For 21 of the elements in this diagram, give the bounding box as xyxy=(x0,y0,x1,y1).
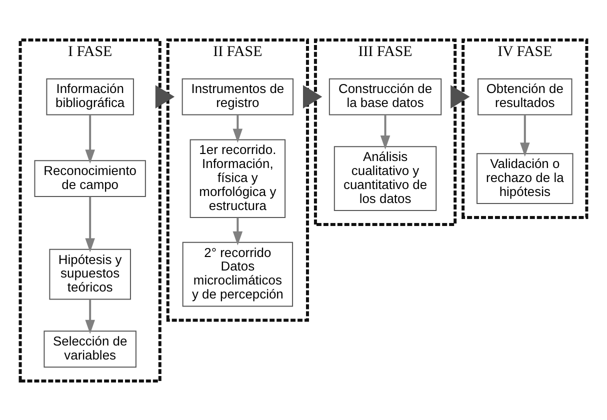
node-box: Hipótesis y supuestos teóricos xyxy=(49,248,131,300)
node-box: Instrumentos de registro xyxy=(182,78,294,115)
node-box: 2° recorrido Datos microclimáticos y de percepción xyxy=(182,241,294,306)
node-box: Selección de variables xyxy=(44,330,136,368)
node-box: Reconocimiento de campo xyxy=(34,160,146,197)
arrow xyxy=(85,299,95,334)
arrow xyxy=(380,114,390,149)
arrow xyxy=(232,217,243,245)
node-box: 1er recorrido. Información, física y morfológica y estructura xyxy=(190,138,286,218)
node-box: Obtención de resultados xyxy=(478,78,572,115)
node-box: Análisis cualitativo y cuantitativo de los datos xyxy=(334,146,437,210)
node-box: Construcción de la base datos xyxy=(328,78,442,115)
arrow xyxy=(450,84,470,108)
arrow xyxy=(303,84,322,108)
arrow xyxy=(85,196,95,252)
arrow xyxy=(85,114,95,164)
arrow xyxy=(232,114,243,142)
node-box: Información bibliográfica xyxy=(46,78,134,115)
arrow xyxy=(520,114,530,156)
node-box: Validación o rechazo de la hipótesis xyxy=(476,152,574,204)
arrow xyxy=(155,84,175,108)
